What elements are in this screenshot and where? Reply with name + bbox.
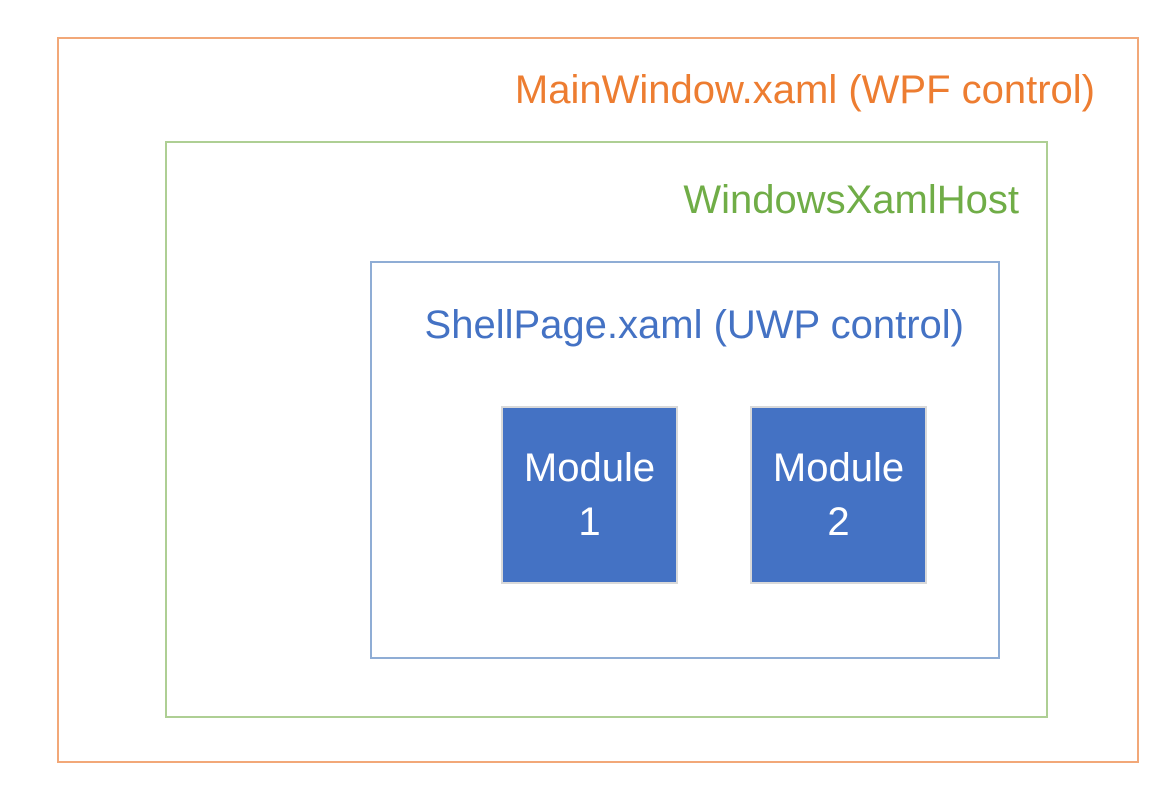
mainwindow-label: MainWindow.xaml (WPF control) xyxy=(514,68,1095,112)
shellpage-box: ShellPage.xaml (UWP control) Module 1 Mo… xyxy=(370,261,1000,659)
module-2-label-name: Module xyxy=(772,446,905,490)
module-2-box: Module 2 xyxy=(750,406,927,584)
module-2-label-number: 2 xyxy=(827,500,850,544)
module-1-label-name: Module xyxy=(523,446,656,490)
module-1-label-number: 1 xyxy=(578,500,601,544)
mainwindow-box: MainWindow.xaml (WPF control) WindowsXam… xyxy=(57,37,1139,763)
shellpage-label: ShellPage.xaml (UWP control) xyxy=(424,303,964,347)
windowsxamlhost-label: WindowsXamlHost xyxy=(683,178,1019,222)
module-1-box: Module 1 xyxy=(501,406,678,584)
windowsxamlhost-box: WindowsXamlHost ShellPage.xaml (UWP cont… xyxy=(165,141,1048,718)
